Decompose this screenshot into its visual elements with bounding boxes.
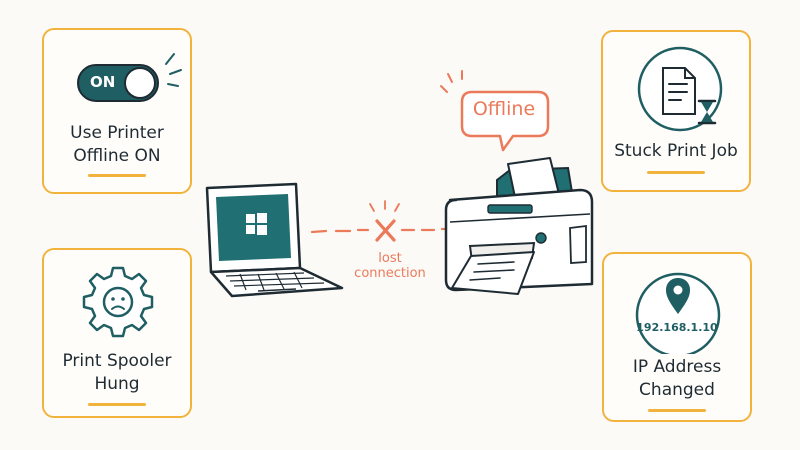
laptop-icon bbox=[205, 182, 344, 298]
card-label: Stuck Print Job bbox=[614, 141, 738, 161]
lost-connection-label: lost connection bbox=[345, 251, 435, 281]
card-use-printer-offline: ON Use Printer Offline ON bbox=[42, 28, 192, 194]
x-mark-icon bbox=[375, 219, 396, 242]
card-label-line2: Changed bbox=[639, 380, 715, 400]
offline-status-label: Offline bbox=[472, 98, 536, 120]
toggle-state-label: ON bbox=[90, 73, 116, 91]
printer-icon bbox=[444, 157, 594, 295]
offline-speech-bubble bbox=[440, 70, 550, 152]
card-underline bbox=[647, 171, 705, 174]
card-label-line1: Use Printer bbox=[70, 123, 164, 143]
card-underline bbox=[88, 403, 146, 406]
card-label-line1: IP Address bbox=[632, 357, 722, 377]
card-underline bbox=[648, 409, 706, 412]
toggle-switch-icon bbox=[77, 53, 182, 102]
break-spark-lines bbox=[369, 200, 400, 212]
connection-line bbox=[310, 227, 454, 234]
card-ip-address-changed: 192.168.1.10 IP Address Changed bbox=[602, 252, 752, 422]
card-label-line2: Hung bbox=[94, 374, 140, 394]
location-pin-icon bbox=[635, 272, 721, 354]
card-stuck-print-job: Stuck Print Job bbox=[601, 30, 751, 192]
windows-logo-icon bbox=[246, 213, 267, 235]
gear-sad-face-icon bbox=[82, 266, 154, 338]
lost-connection-line1: lost bbox=[378, 251, 402, 266]
document-hourglass-icon bbox=[637, 46, 723, 132]
ip-address-value: 192.168.1.10 bbox=[636, 321, 718, 334]
card-label-line2: Offline ON bbox=[73, 146, 161, 166]
lost-connection-line2: connection bbox=[354, 266, 426, 281]
card-print-spooler-hung: Print Spooler Hung bbox=[42, 248, 192, 418]
card-label-line1: Print Spooler bbox=[62, 351, 172, 371]
card-underline bbox=[88, 174, 146, 177]
